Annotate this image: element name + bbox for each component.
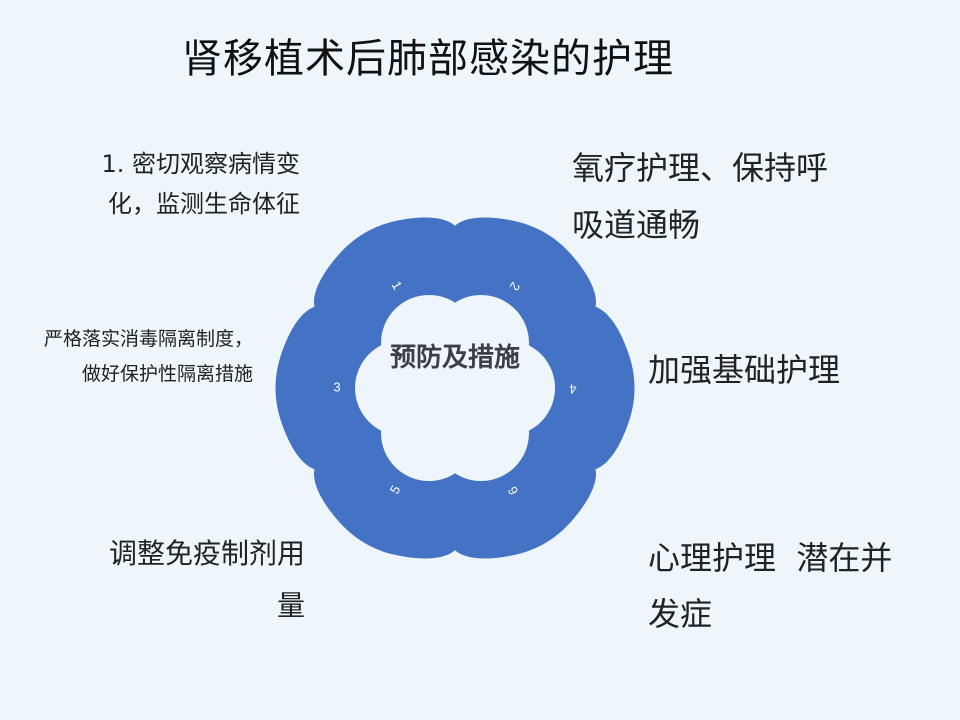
petal-text-6: 心理护理 潜在并发症 bbox=[648, 539, 893, 633]
center-label: 预防及措施 bbox=[389, 343, 520, 373]
petal-text-3: 严格落实消毒隔离制度，做好保护性隔离措施 bbox=[43, 328, 253, 385]
petal-number-3: 3 bbox=[333, 379, 340, 394]
petal-text-4: 加强基础护理 bbox=[648, 351, 841, 389]
center-flower bbox=[355, 295, 555, 481]
page-title: 肾移植术后肺部感染的护理 bbox=[182, 36, 674, 82]
petal-text-5: 调整免疫制剂用量 bbox=[108, 537, 305, 622]
petal-number-4: 4 bbox=[569, 382, 576, 397]
petal-text-1: 1. 密切观察病情变化，监测生命体征 bbox=[101, 150, 300, 218]
center-core bbox=[395, 328, 515, 448]
petal-text-2: 氧疗护理、保持呼吸道通畅 bbox=[572, 149, 829, 244]
